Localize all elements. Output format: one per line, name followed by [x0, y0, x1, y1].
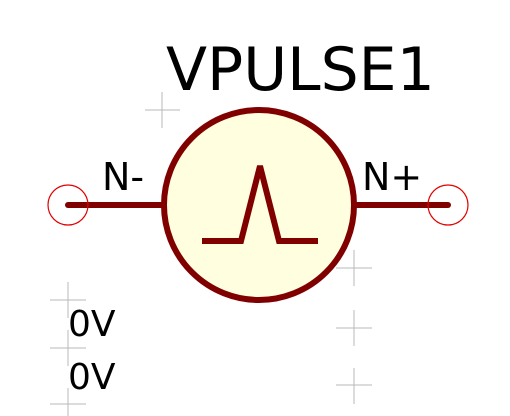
grid-crosshair — [336, 368, 372, 404]
grid-crosshair — [336, 310, 372, 346]
reference-label: VPULSE1 — [166, 35, 435, 105]
grid-crosshair — [336, 250, 372, 286]
grid-crosshair — [145, 92, 180, 128]
pin-label-negative: N- — [102, 155, 144, 199]
pulse-waveform-icon — [202, 165, 318, 244]
pin-label-positive: N+ — [362, 155, 422, 199]
value-label: 0V — [68, 304, 116, 345]
value-label: 0V — [68, 357, 116, 398]
pin-circle-icon[interactable] — [47, 184, 89, 226]
pin-circle-icon[interactable] — [427, 184, 469, 226]
source-body[interactable] — [161, 107, 357, 303]
grid-crosshair — [50, 388, 86, 416]
grid-crosshair — [50, 282, 86, 318]
grid-marks — [50, 92, 372, 416]
grid-crosshair — [50, 330, 86, 366]
